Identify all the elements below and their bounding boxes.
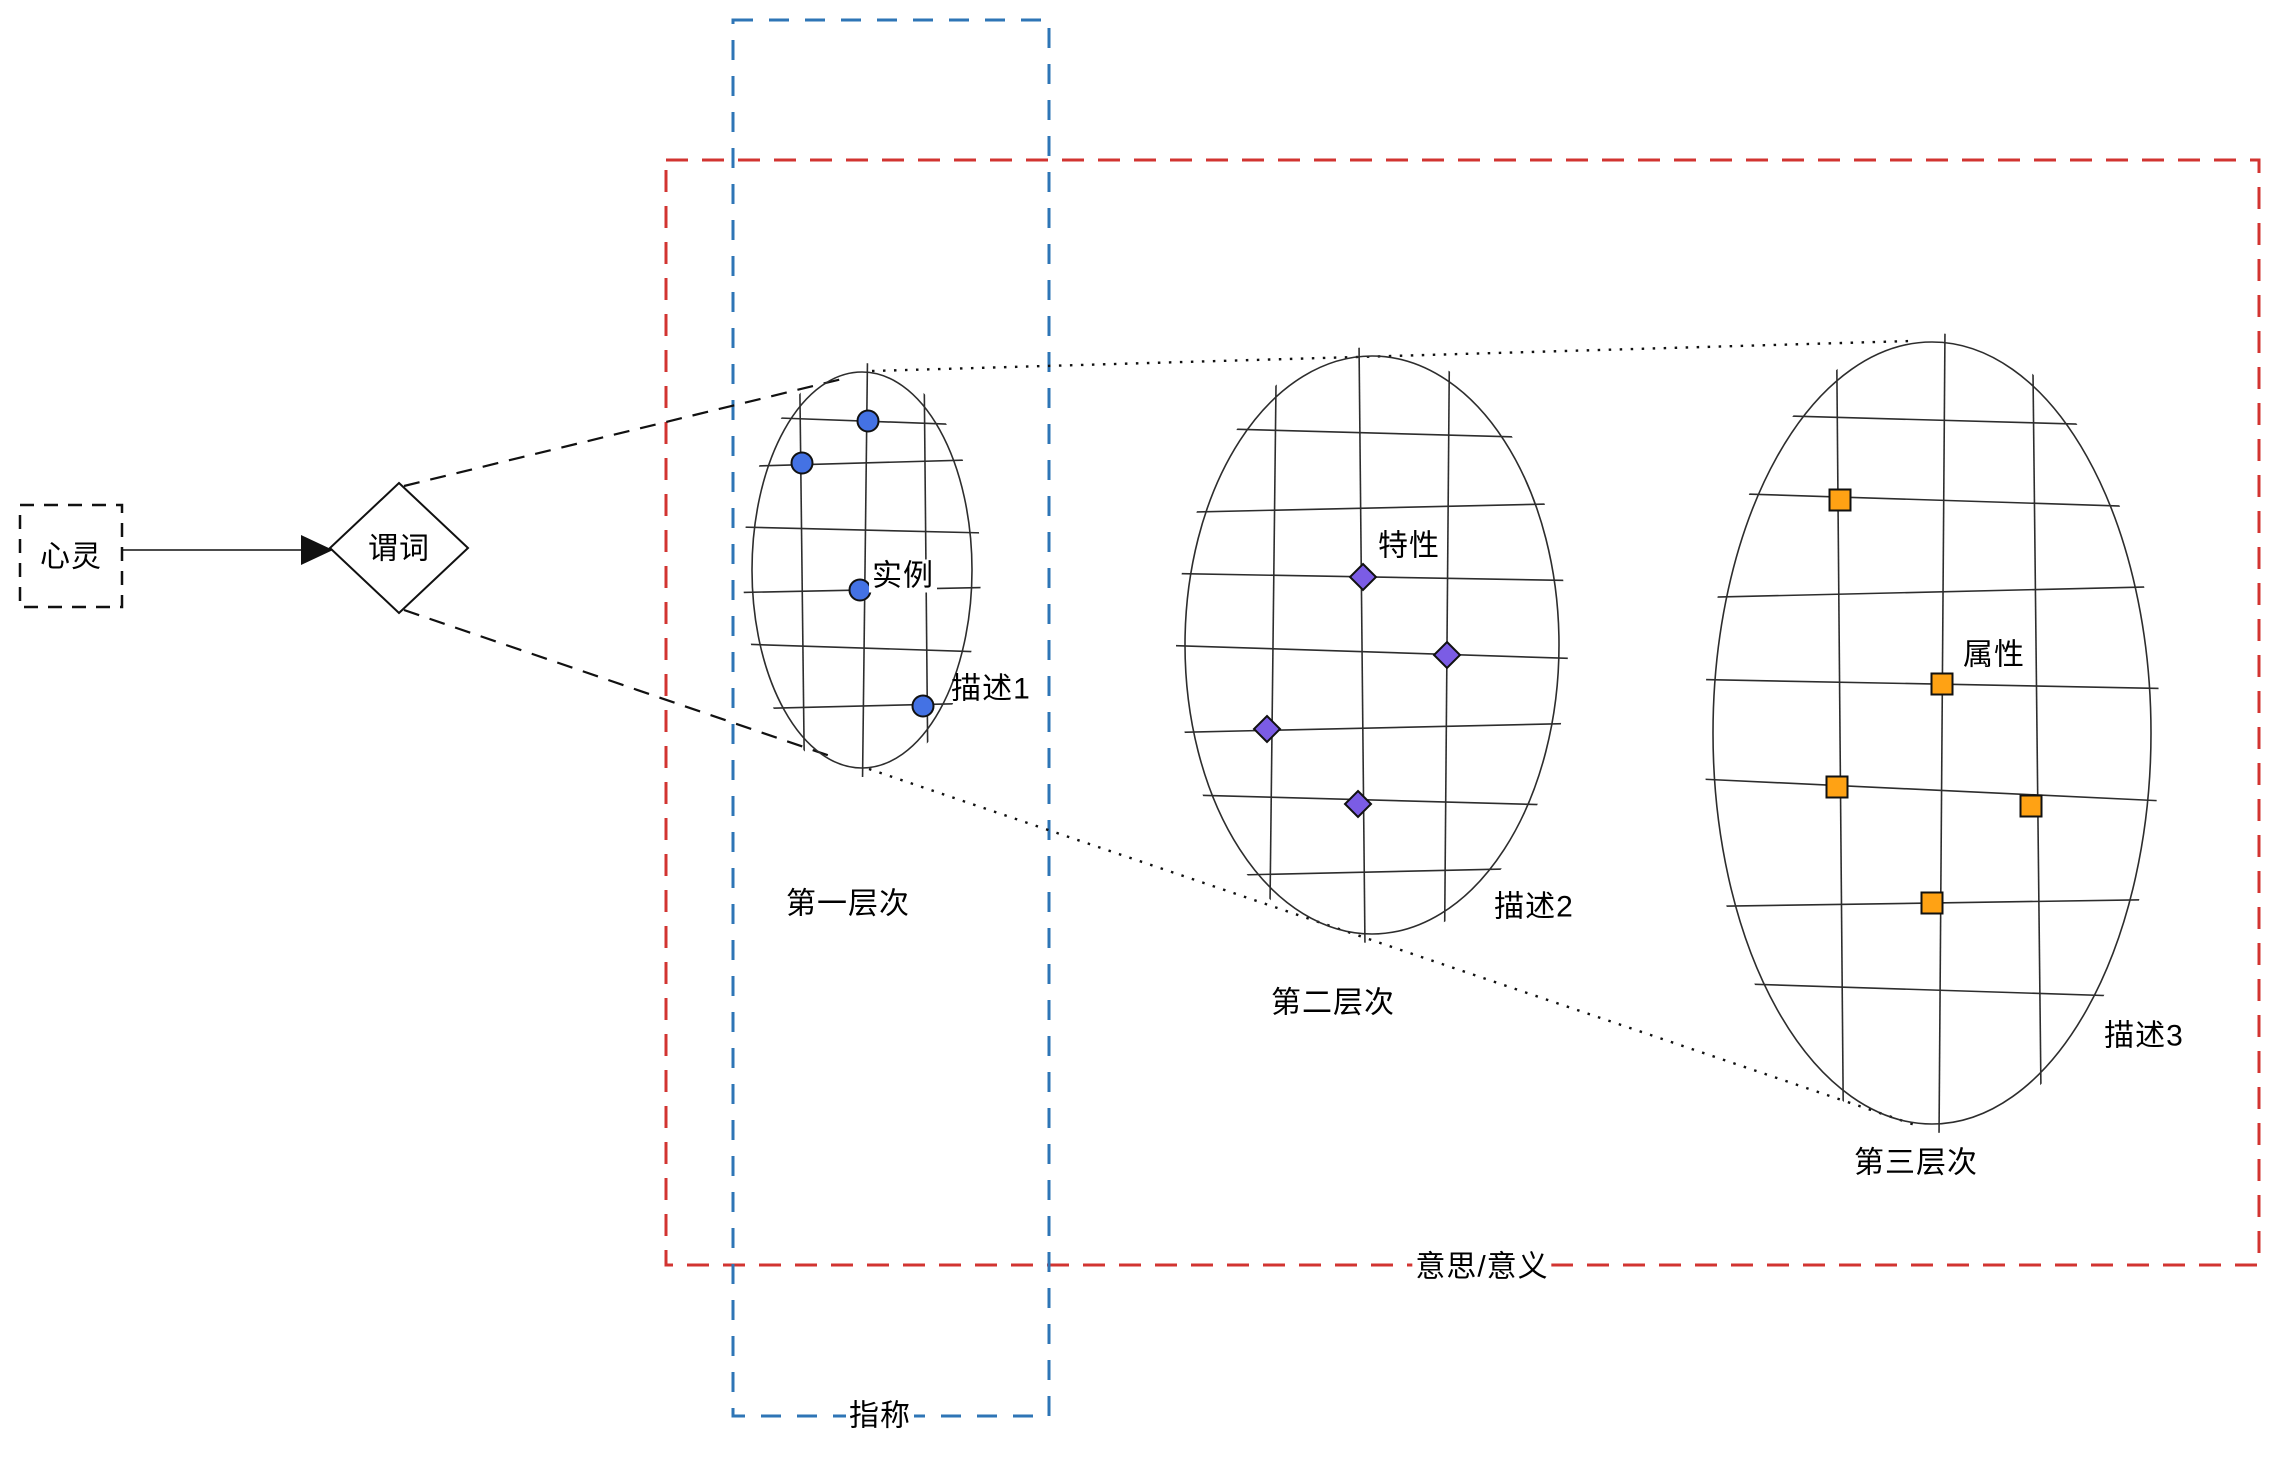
attribute-square-1: [1828, 488, 1852, 512]
attribute-square-2: [1930, 672, 1954, 696]
description2-label: 描述2: [1494, 890, 1574, 924]
mind-label: 心灵: [40, 540, 102, 574]
cone-dot-top: [871, 339, 1912, 373]
mind-box: [18, 503, 124, 609]
reference-frame: [731, 18, 1051, 1418]
cone-dash-bottom: [403, 608, 834, 759]
level3-ellipse: [1712, 341, 2152, 1125]
reference-label: 指称: [846, 1399, 914, 1433]
cone-dot-bottom: [868, 767, 1919, 1128]
trait-diamond-2: [1432, 640, 1462, 670]
meaning-frame: [664, 158, 2261, 1267]
instance-dot-3: [848, 578, 872, 602]
cone-dash-top: [403, 376, 847, 488]
instance-label: 实例: [869, 559, 937, 593]
instance-dot-1: [856, 409, 880, 433]
level2-ellipse: [1184, 355, 1560, 935]
description3-label: 描述3: [2104, 1019, 2184, 1053]
instance-dot-4: [911, 694, 935, 718]
level2-label: 第二层次: [1271, 986, 1395, 1020]
meaning-label: 意思/意义: [1412, 1250, 1552, 1284]
level1-ellipse: [751, 371, 973, 769]
level2-ellipse-grid: [1176, 347, 1568, 943]
description1-label: 描述1: [951, 672, 1031, 706]
predicate-diamond: [328, 481, 470, 615]
level3-ellipse-grid: [1704, 333, 2160, 1133]
trait-diamond-1: [1348, 562, 1378, 592]
attribute-square-4: [2019, 794, 2043, 818]
trait-diamond-4: [1343, 789, 1373, 819]
trait-diamond-3: [1252, 714, 1282, 744]
level3-label: 第三层次: [1854, 1146, 1978, 1180]
attribute-square-5: [1920, 891, 1944, 915]
attribute-label: 属性: [1960, 638, 2028, 672]
level1-label: 第一层次: [786, 887, 910, 921]
attribute-square-3: [1825, 775, 1849, 799]
arrowhead-icon: [301, 535, 333, 565]
trait-label: 特性: [1375, 529, 1443, 563]
predicate-label: 谓词: [368, 532, 430, 566]
instance-dot-2: [790, 451, 814, 475]
